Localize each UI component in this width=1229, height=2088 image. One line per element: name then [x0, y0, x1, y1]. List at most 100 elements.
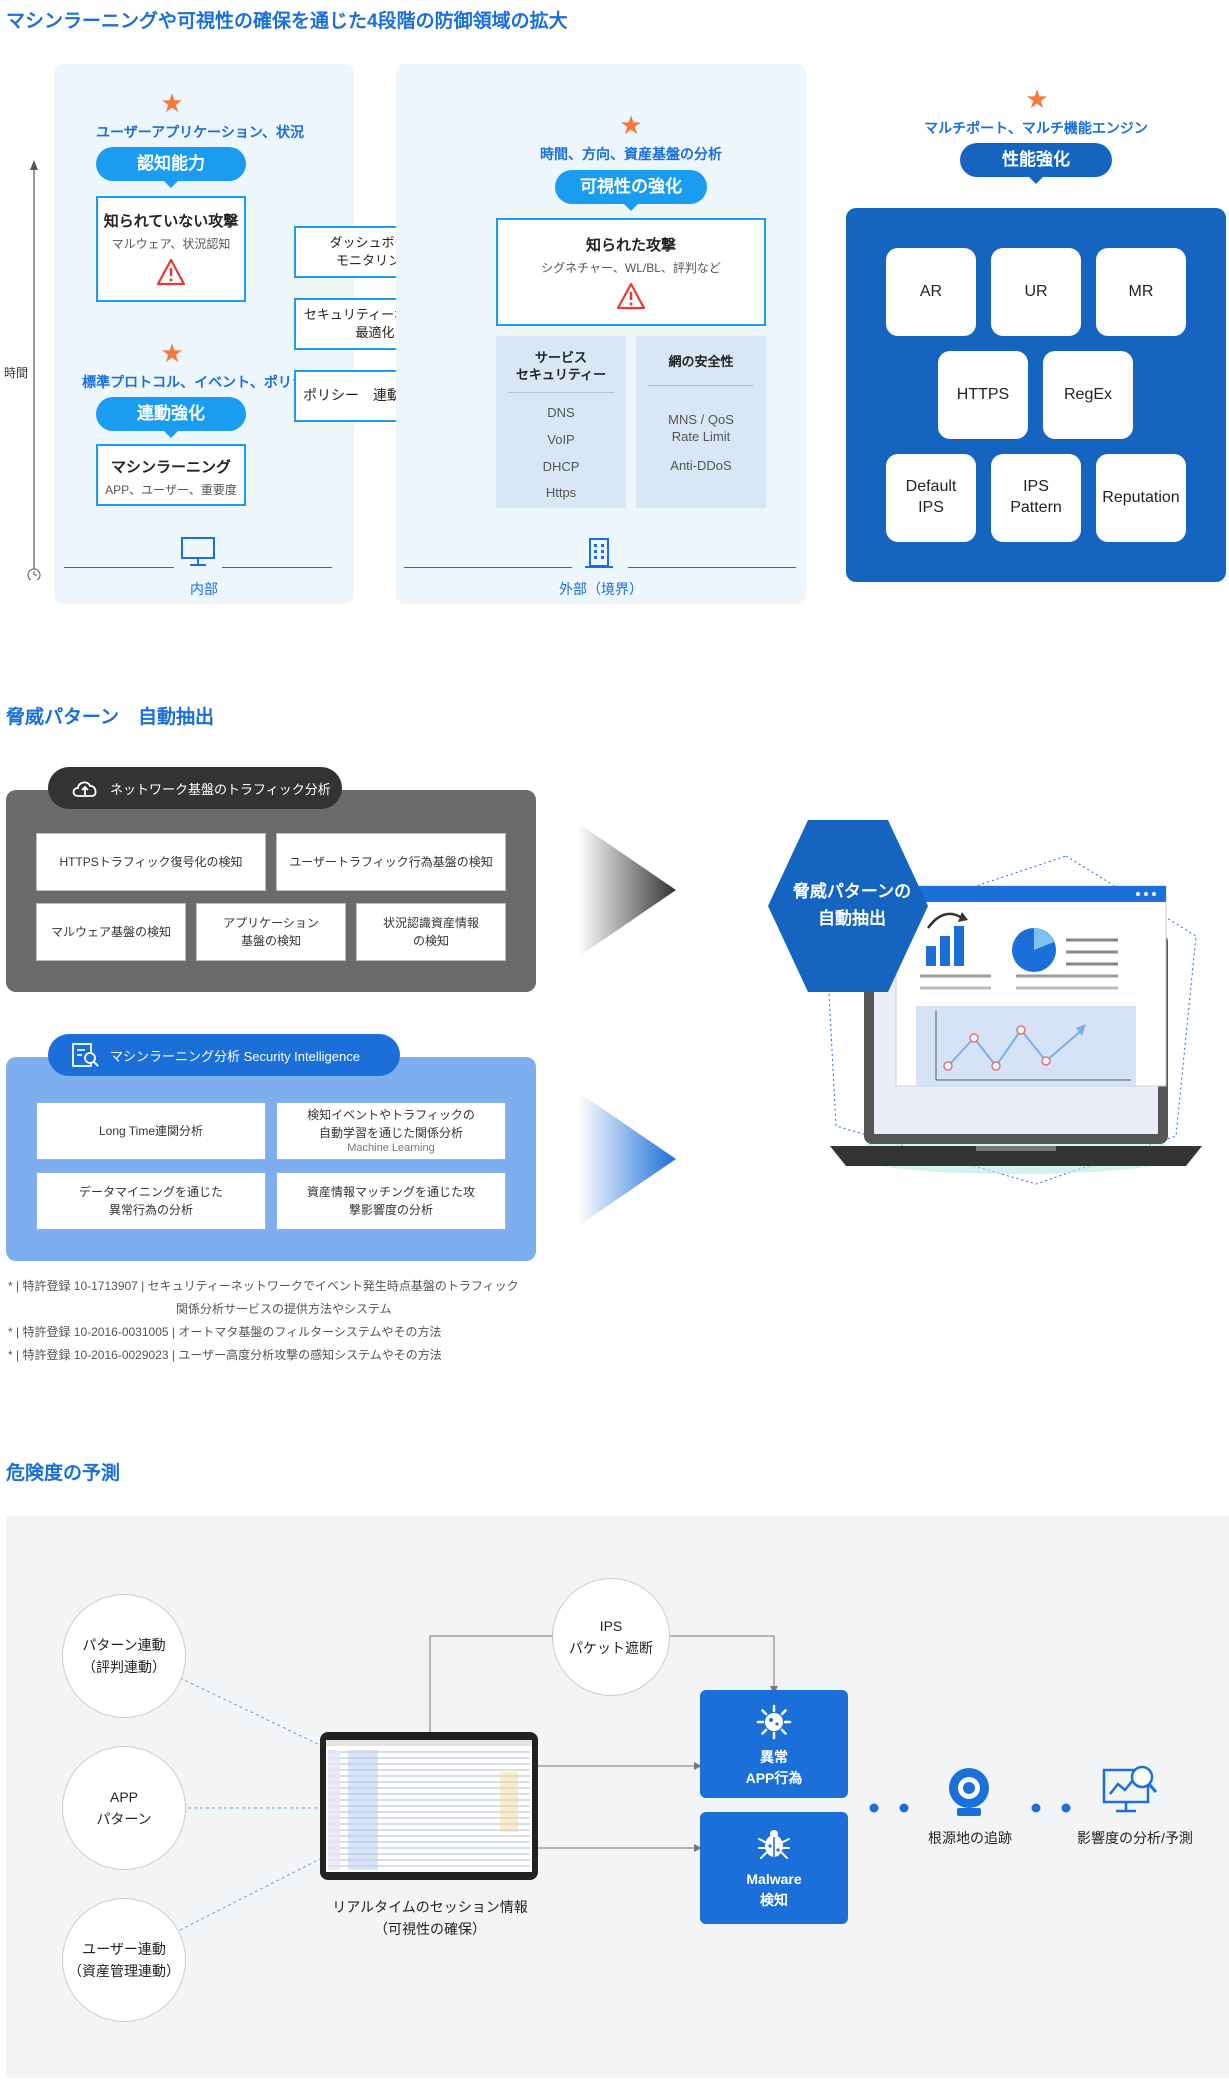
service-item: Https	[545, 485, 577, 501]
time-label: 時間	[4, 366, 29, 380]
laptop-dashboard-illustration	[768, 820, 1202, 1185]
engine-tile: AR	[886, 248, 976, 336]
known-attack-sub: シグネチャー、WL/BL、評判など	[541, 261, 721, 275]
network-safety-column: 網の安全性 MNS / QoS Rate Limit Anti-DDoS	[636, 336, 766, 508]
service-security-header: サービス セキュリティー	[508, 336, 614, 393]
known-attack-box: 知られた攻撃 シグネチャー、WL/BL、評判など	[496, 218, 766, 326]
monitor-icon	[181, 537, 215, 566]
blue-arrow	[578, 1092, 676, 1226]
ml-item-text: 検知イベントやトラフィックの 自動学習を通じた関係分析	[307, 1108, 475, 1141]
detection-item: HTTPSトラフィック復号化の検知	[36, 833, 266, 891]
network-item: Anti-DDoS	[670, 457, 732, 473]
outer-panel	[396, 64, 806, 604]
star-icon: ★	[619, 110, 643, 140]
detection-item: ユーザートラフィック行為基盤の検知	[276, 833, 506, 891]
star-icon: ★	[160, 338, 184, 368]
malware-card: Malware 検知	[700, 1812, 848, 1924]
connector-lines	[179, 1632, 1071, 1931]
session-caption: リアルタイムのセッション情報 （可視性の確保）	[332, 1899, 528, 1938]
analysis-icon	[72, 1043, 99, 1067]
service-item: DNS	[547, 404, 575, 420]
perf-top-label: マルチポート、マルチ機能エンジン	[924, 120, 1148, 136]
unknown-attack-box: 知られていない攻撃 マルウェア、状況認知	[96, 196, 246, 302]
inner-top-label: ユーザーアプリケーション、状況	[95, 124, 305, 140]
ml-item-text: Long Time連関分析	[98, 1124, 204, 1138]
ips-block-circle: IPS パケット遮断	[552, 1578, 670, 1696]
warning-icon	[156, 258, 186, 286]
section2-title: 脅威パターン 自動抽出	[6, 707, 215, 728]
engine-tile: IPS Pattern	[991, 454, 1081, 542]
user-integration-circle: ユーザー連動 （資産管理連動）	[62, 1898, 186, 2022]
unknown-attack-sub: マルウェア、状況認知	[111, 237, 231, 251]
engine-tile: UR	[991, 248, 1081, 336]
traffic-analysis-label: ネットワーク基盤のトラフィック分析	[110, 781, 331, 797]
ml-analysis-label: マシンラーニング分析 Security Intelligence	[110, 1048, 360, 1064]
ml-item: Long Time連関分析	[36, 1102, 266, 1160]
building-icon	[585, 538, 613, 568]
impact-label: 影響度の分析/予測	[1077, 1830, 1193, 1846]
ml-item: データマイニングを通じた 異常行為の分析	[36, 1172, 266, 1230]
known-attack-title: 知られた攻撃	[585, 237, 676, 254]
ml-sub: APP、ユーザー、重要度	[105, 483, 237, 497]
session-table-screenshot	[320, 1732, 538, 1880]
service-security-column: サービス セキュリティー DNS VoIP DHCP Https	[496, 336, 626, 508]
ml-item: 検知イベントやトラフィックの 自動学習を通じた関係分析 Machine Lear…	[276, 1102, 506, 1160]
star-icon: ★	[1025, 84, 1049, 114]
warning-icon	[616, 282, 646, 310]
section1-title: マシンラーニングや可視性の確保を通じた4段階の防御領域の拡大	[6, 11, 568, 32]
virus-icon	[756, 1704, 792, 1740]
bug-icon	[758, 1830, 790, 1859]
performance-pill: 性能強化	[960, 143, 1112, 184]
webcam-trace-icon	[949, 1768, 989, 1816]
inner-divider-right	[222, 567, 332, 568]
ml-analysis-header: マシンラーニング分析 Security Intelligence	[48, 1034, 400, 1076]
patent-note: * | 特許登録 10-2016-0029023 | ユーザー高度分析攻撃の感知…	[8, 1348, 442, 1362]
machine-learning-box: マシンラーニング APP、ユーザー、重要度	[96, 444, 246, 506]
malware-label: Malware 検知	[746, 1871, 802, 1908]
engine-tile: HTTPS	[938, 351, 1028, 439]
ml-item-text: データマイニングを通じた 異常行為の分析	[78, 1185, 223, 1217]
detection-item: アプリケーション 基盤の検知	[196, 903, 346, 961]
service-item: VoIP	[547, 431, 575, 447]
ml-item-subtext: Machine Learning	[347, 1142, 435, 1155]
pattern-integration-circle: パターン連動 （評判連動）	[62, 1594, 186, 1718]
outer-divider-left	[404, 567, 572, 568]
traffic-analysis-group	[6, 790, 536, 992]
star-icon: ★	[160, 88, 184, 118]
outer-divider-right	[628, 567, 796, 568]
cloud-upload-icon	[72, 781, 97, 797]
traffic-analysis-header: ネットワーク基盤のトラフィック分析	[48, 767, 342, 809]
impact-analysis-icon	[1102, 1765, 1158, 1813]
inner-bottom-label: 標準プロトコル、イベント、ポリシー	[82, 374, 320, 390]
detection-item: 状況認識資産情報 の検知	[356, 903, 506, 961]
trace-label: 根源地の追跡	[928, 1830, 1012, 1846]
outer-footer: 外部（境界）	[559, 581, 643, 597]
network-safety-header: 網の安全性	[648, 336, 754, 386]
abnormal-app-label: 異常 APP行為	[745, 1749, 803, 1786]
outer-top-label: 時間、方向、資産基盤の分析	[540, 146, 722, 162]
section3-title: 危険度の予測	[6, 1463, 121, 1484]
ml-item: 資産情報マッチングを通じた攻 撃影響度の分析	[276, 1172, 506, 1230]
engine-tile: RegEx	[1043, 351, 1133, 439]
time-axis	[27, 160, 41, 580]
cognition-pill: 認知能力	[96, 147, 246, 188]
engine-tile: MR	[1096, 248, 1186, 336]
network-item: MNS / QoS Rate Limit	[668, 411, 734, 444]
engine-tile: Reputation	[1096, 454, 1186, 542]
ml-item-text: 資産情報マッチングを通じた攻 撃影響度の分析	[306, 1185, 475, 1217]
app-pattern-circle: APP パターン	[62, 1746, 186, 1870]
visibility-pill: 可視性の強化	[555, 170, 707, 211]
unknown-attack-title: 知られていない攻撃	[103, 213, 239, 230]
service-item: DHCP	[542, 458, 580, 474]
patent-note: * | 特許登録 10-1713907 | セキュリティーネットワークでイベント…	[8, 1279, 519, 1293]
ml-title: マシンラーニング	[110, 459, 231, 476]
abnormal-app-card: 異常 APP行為	[700, 1690, 848, 1798]
inner-divider-left	[64, 567, 174, 568]
inner-footer: 内部	[190, 581, 218, 597]
detection-item: マルウェア基盤の検知	[36, 903, 186, 961]
integration-pill: 連動強化	[96, 397, 246, 438]
engine-tile: Default IPS	[886, 454, 976, 542]
gray-arrow	[578, 823, 676, 957]
patent-note: * | 特許登録 10-2016-0031005 | オートマタ基盤のフィルター…	[8, 1325, 442, 1339]
hexagon-label: 脅威パターンの 自動抽出	[792, 882, 912, 929]
